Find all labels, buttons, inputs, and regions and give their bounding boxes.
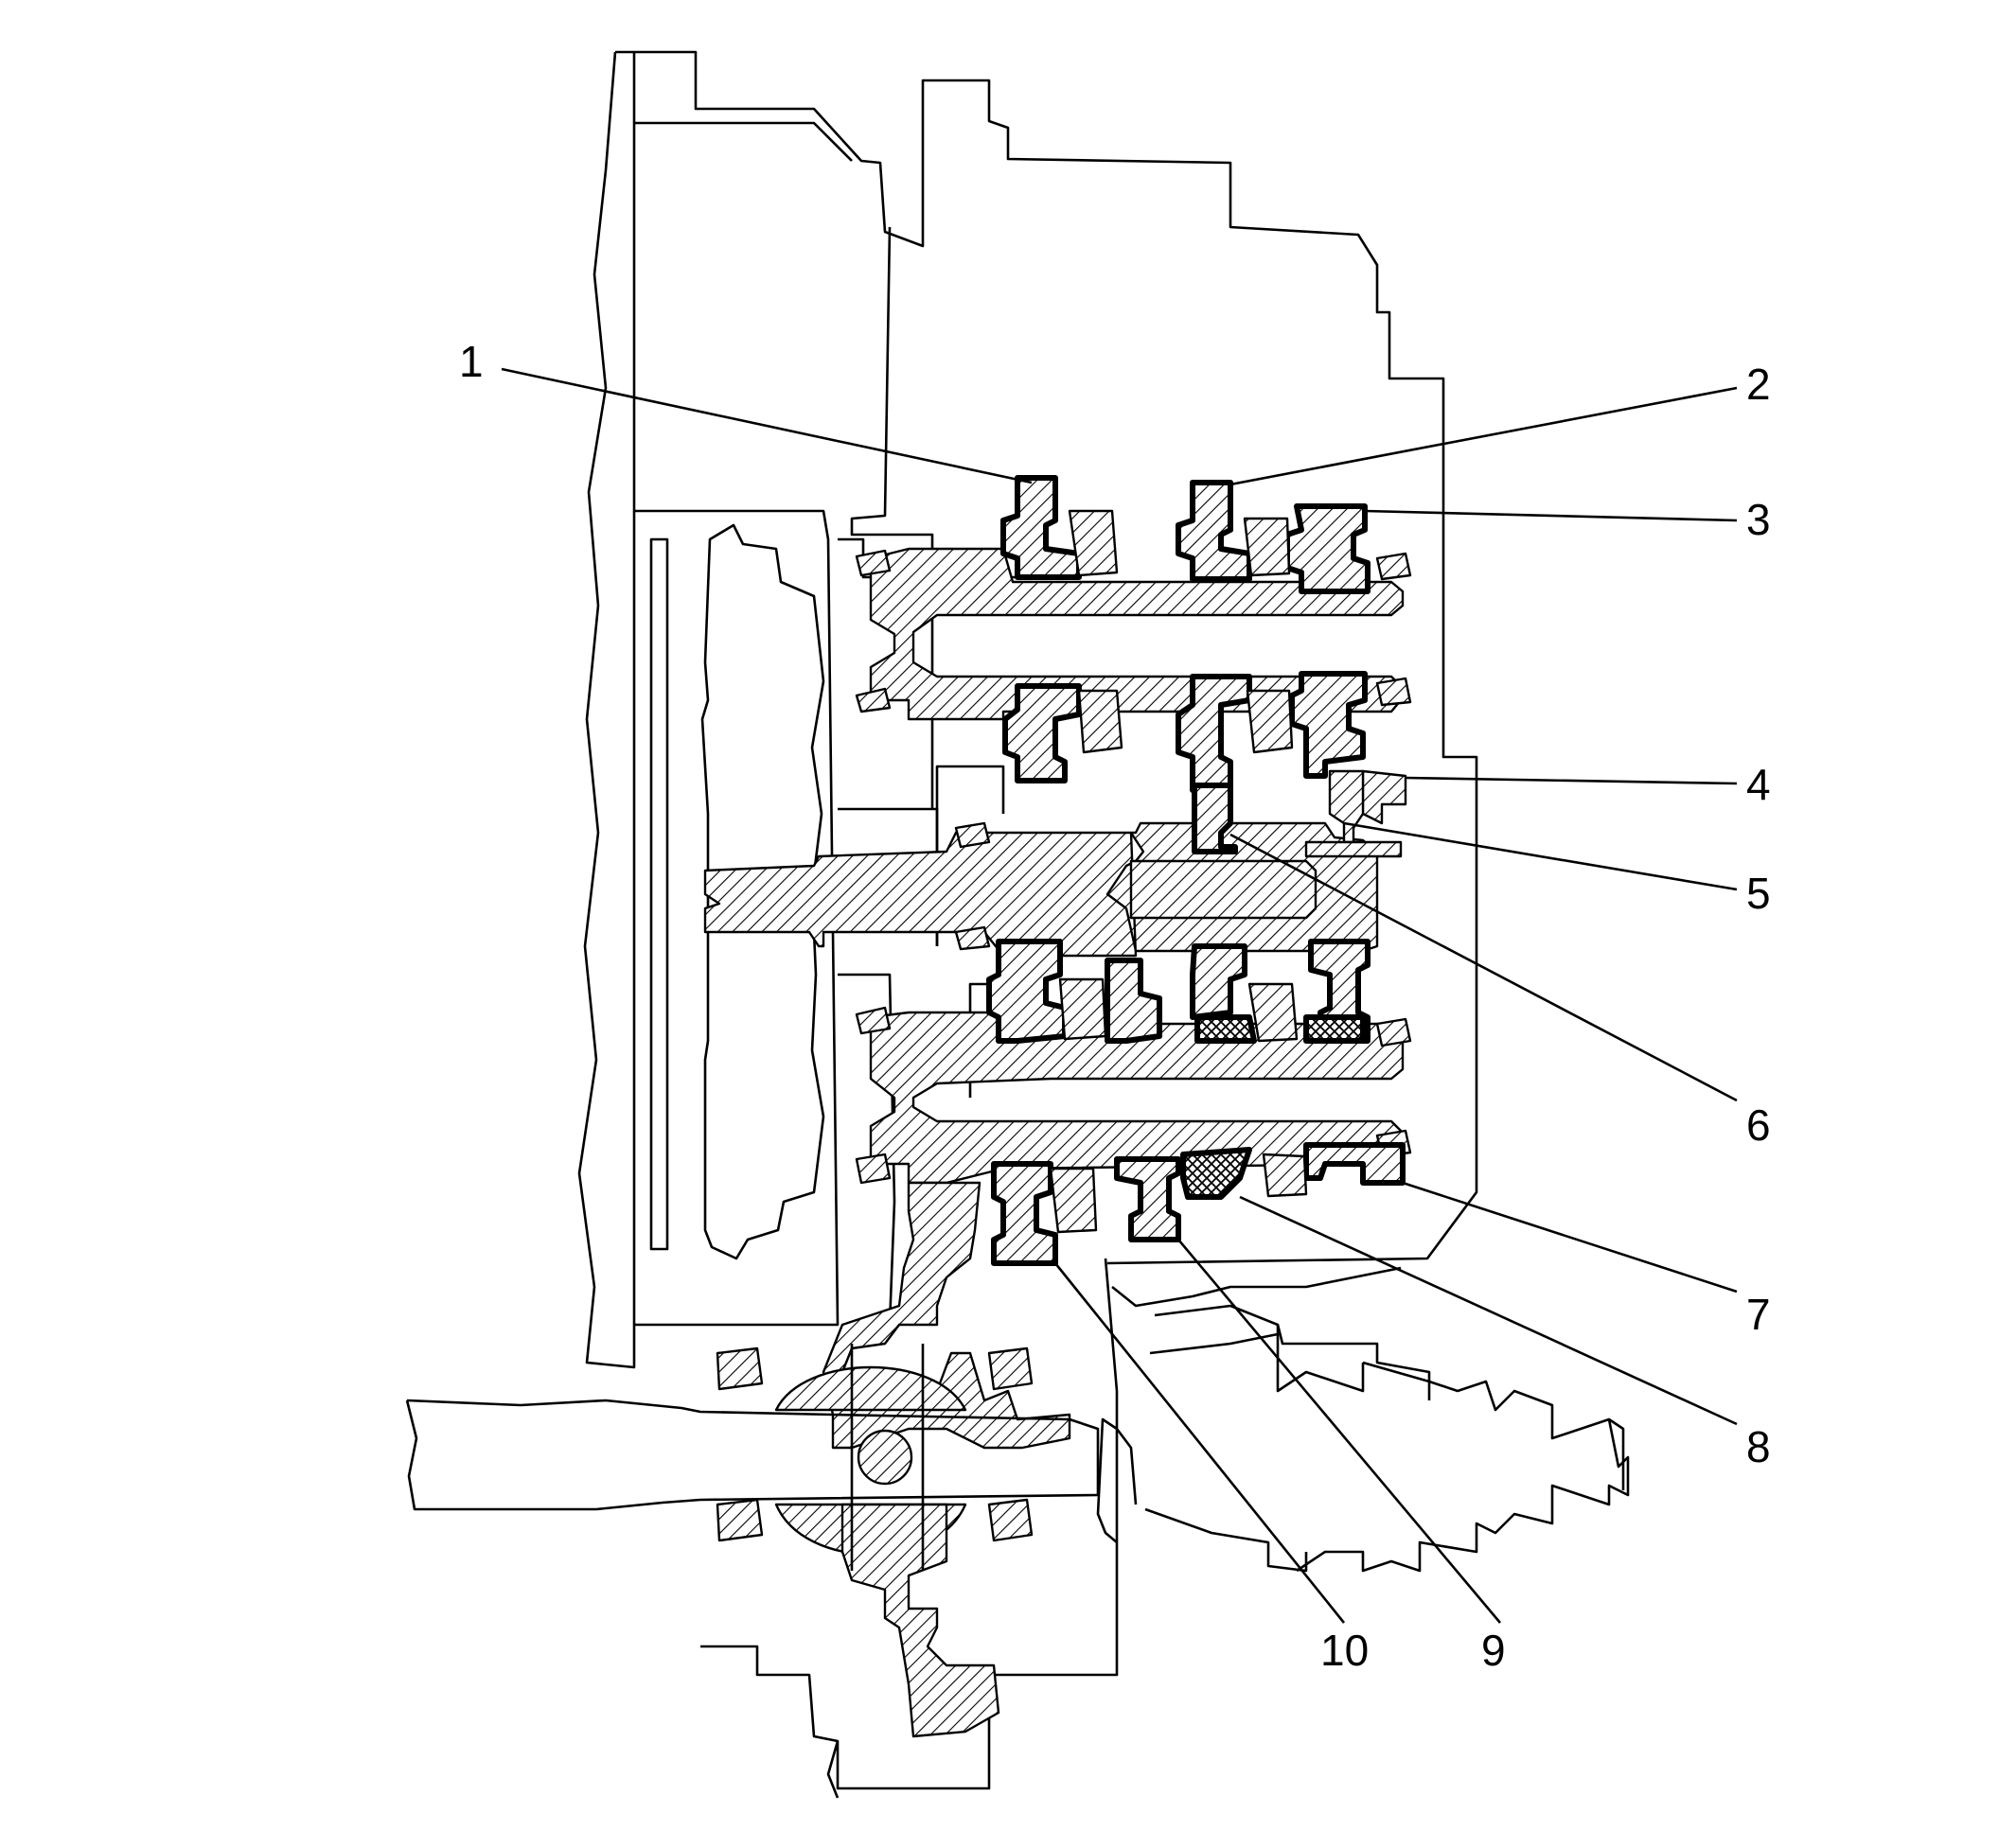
gear-output-2	[1105, 958, 1162, 1044]
gear-10	[991, 1161, 1058, 1266]
synchro-lower	[1049, 1153, 1308, 1234]
gear-1	[1000, 475, 1082, 580]
callout-8: 8	[1746, 1422, 1771, 1471]
gear-3	[1284, 503, 1371, 594]
callout-2: 2	[1746, 360, 1771, 409]
gear-output-1	[986, 939, 1068, 1044]
gear-lower-input-1	[1002, 683, 1082, 783]
callout-5: 5	[1746, 869, 1771, 918]
callout-4: 4	[1746, 760, 1771, 809]
synchro-upper	[1068, 509, 1291, 577]
callout-6: 6	[1746, 1100, 1771, 1150]
callout-labels: 1 2 3 4 5 6 7 8 9 10	[459, 337, 1771, 1675]
callout-3: 3	[1746, 495, 1771, 544]
leader-lines	[501, 367, 1738, 1624]
gear-output-crosshatch	[1194, 1014, 1366, 1044]
synchro-output	[1058, 977, 1299, 1043]
callout-10: 10	[1320, 1626, 1369, 1675]
gear-output-3	[1190, 943, 1247, 1020]
callout-9: 9	[1481, 1626, 1506, 1675]
gear-2	[1176, 480, 1252, 582]
differential-assembly	[405, 1181, 1100, 1738]
output-shaft	[703, 821, 1379, 958]
gear-9	[1114, 1156, 1181, 1242]
part-4	[1361, 769, 1407, 825]
input-shaft	[855, 547, 1412, 721]
synchro-lower-input	[1077, 689, 1294, 754]
callout-1: 1	[459, 337, 484, 386]
gear-7	[1303, 1142, 1406, 1186]
callout-7: 7	[1746, 1290, 1771, 1339]
gear-6	[1192, 783, 1238, 854]
gear-8	[1180, 1147, 1252, 1200]
gear-lower-input-3	[1289, 671, 1368, 779]
